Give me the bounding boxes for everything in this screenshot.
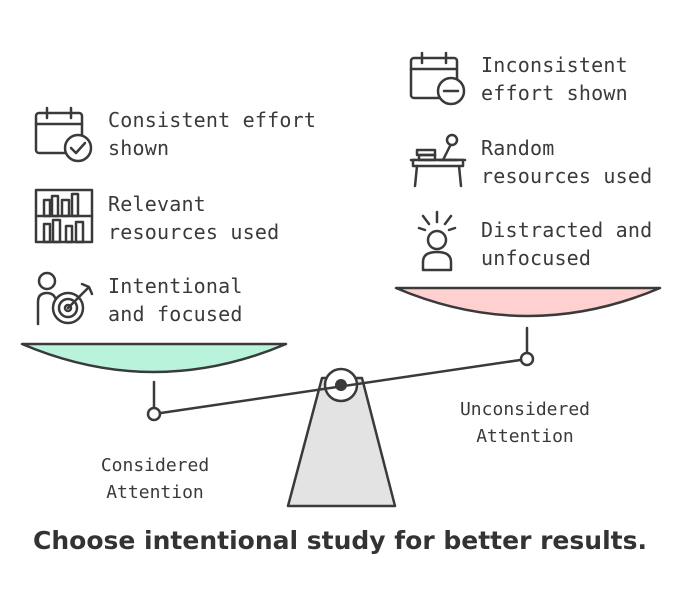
target-person-icon — [36, 271, 94, 326]
left-item-consistent-effort: Consistent effort shown — [108, 108, 317, 160]
left-item-relevant-resources: Relevant resources used — [108, 192, 280, 244]
left-item-intentional: Intentional and focused — [108, 274, 243, 326]
diagram-caption: Choose intentional study for better resu… — [33, 526, 647, 555]
right-item-random-resources: Random resources used — [481, 136, 653, 188]
right-pivot — [519, 351, 535, 367]
right-item-distracted: Distracted and unfocused — [481, 218, 653, 270]
right-item-inconsistent-effort: Inconsistent effort shown — [481, 53, 628, 105]
right-pan — [394, 286, 662, 318]
beam — [152, 357, 529, 416]
calendar-check-icon — [34, 106, 93, 163]
unconsidered-attention-label: Unconsidered Attention — [459, 399, 591, 447]
bookshelf-icon — [34, 188, 94, 244]
messy-desk-icon — [409, 133, 467, 188]
considered-attention-label: Considered Attention — [100, 455, 210, 503]
stressed-person-icon — [417, 210, 457, 272]
left-pan — [20, 342, 288, 374]
fulcrum — [286, 367, 397, 508]
left-pivot — [146, 406, 162, 422]
calendar-minus-icon — [409, 51, 466, 106]
